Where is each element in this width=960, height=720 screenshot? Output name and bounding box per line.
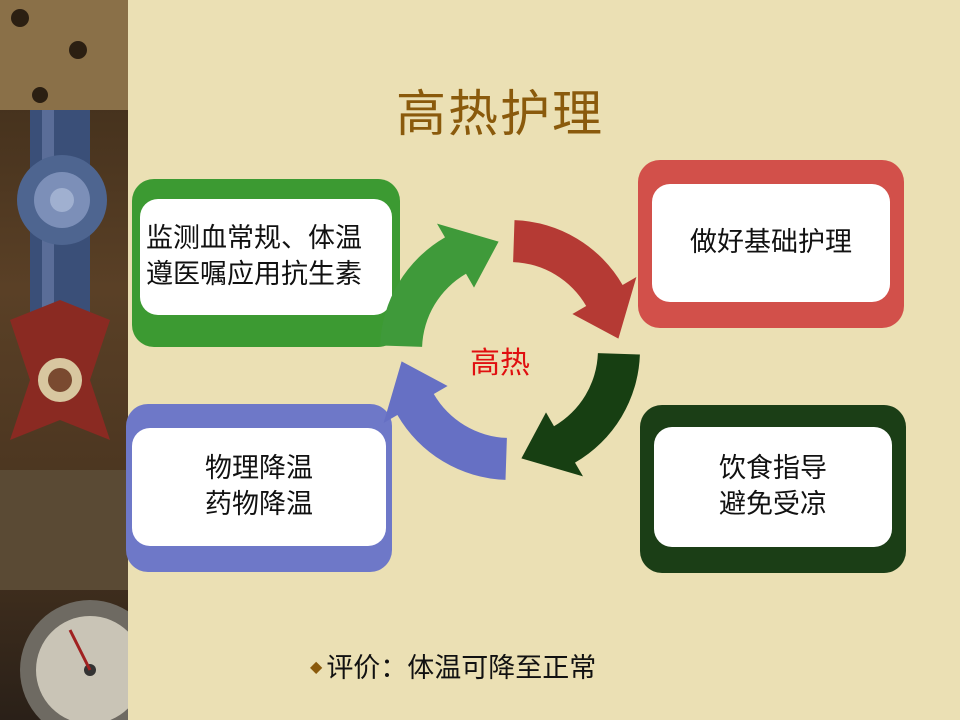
basic-care-line-1: 做好基础护理 — [690, 226, 852, 258]
monitoring-box-content: 监测血常规、体温 遵医嘱应用抗生素 — [140, 199, 392, 315]
slide-title: 高热护理 — [396, 85, 604, 143]
blue-arrow — [383, 361, 507, 480]
basic-care-box-content: 做好基础护理 — [652, 184, 890, 302]
red-arrow — [513, 220, 637, 339]
monitoring-line-2: 遵医嘱应用抗生素 — [146, 259, 362, 290]
cooling-line-1: 物理降温 — [205, 452, 313, 484]
monitoring-box: 监测血常规、体温 遵医嘱应用抗生素 — [132, 179, 400, 347]
basic-care-box: 做好基础护理 — [638, 160, 904, 328]
decorative-medal-photo — [0, 0, 128, 720]
dark-green-arrow — [521, 353, 640, 477]
evaluation-label: 评价：体温可降至正常 — [326, 653, 597, 684]
monitoring-line-1: 监测血常规、体温 — [146, 222, 362, 254]
diet-box: 饮食指导 避免受凉 — [640, 405, 906, 573]
diamond-bullet-icon: ◆ — [310, 657, 323, 676]
cycle-diagram — [380, 220, 640, 480]
cooling-line-2: 药物降温 — [205, 489, 313, 520]
cooling-box-content: 物理降温 药物降温 — [132, 428, 386, 546]
green-arrow — [380, 223, 499, 347]
diet-line-2: 避免受凉 — [719, 489, 827, 520]
diet-box-content: 饮食指导 避免受凉 — [654, 427, 892, 547]
diet-line-1: 饮食指导 — [719, 452, 827, 484]
center-label: 高热 — [470, 346, 530, 381]
evaluation-text: ◆评价：体温可降至正常 — [310, 646, 596, 685]
cooling-box: 物理降温 药物降温 — [126, 404, 392, 572]
